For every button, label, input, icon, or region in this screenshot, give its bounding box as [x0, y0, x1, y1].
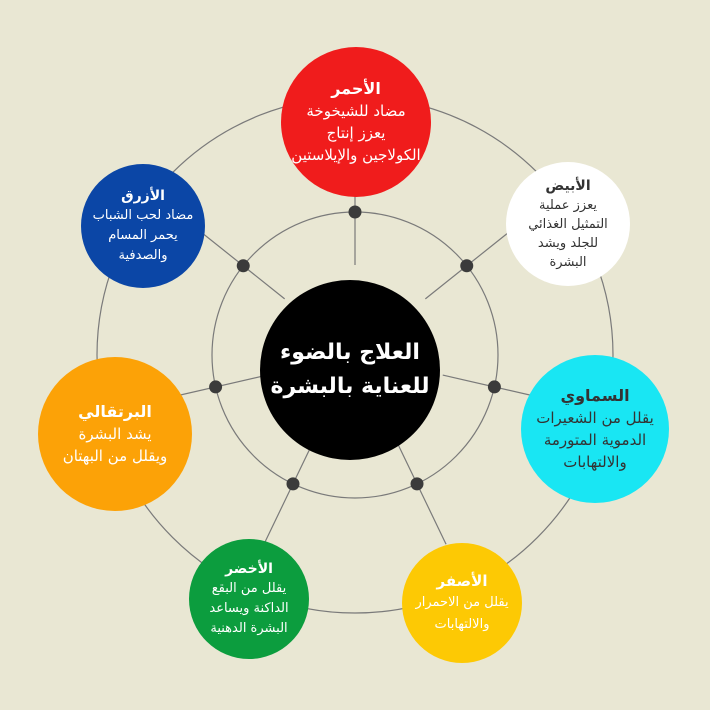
node-orange-title: البرتقالي	[78, 402, 152, 421]
node-blue-line-3: والصدفية	[118, 248, 168, 263]
node-green-line-1: يقلل من البقع	[211, 581, 287, 596]
node-red-line-1: مضاد للشيخوخة	[306, 102, 406, 120]
junction-dot-red	[348, 205, 362, 219]
node-cyan: السماوي يقلل من الشعيرات الدموية المتورم…	[521, 355, 669, 503]
junction-dot-cyan	[487, 380, 501, 394]
node-cyan-line-1: يقلل من الشعيرات	[536, 409, 654, 427]
center-line-1: العلاج بالضوء	[280, 340, 420, 365]
junction-dot-blue	[236, 259, 250, 273]
node-orange: البرتقالي يشد البشرة ويقلل من البهتان	[38, 357, 192, 511]
center-node: العلاج بالضوء للعناية بالبشرة	[260, 280, 440, 460]
node-red-line-3: الكولاجين والإيلاستين	[291, 146, 421, 164]
node-blue: الأزرق مضاد لحب الشباب يحمر المسام والصد…	[81, 164, 205, 288]
junction-dot-green	[286, 477, 300, 491]
spoke-yellow	[393, 435, 447, 545]
node-yellow-title: الأصفر	[436, 572, 488, 590]
junction-dot-yellow	[410, 477, 424, 491]
node-white: الأبيض يعزز عملية التمثيل الغذائي للجلد …	[506, 162, 630, 286]
spoke-green	[263, 435, 317, 545]
node-orange-line-1: يشد البشرة	[78, 425, 152, 443]
node-cyan-line-3: والالتهابات	[563, 453, 627, 471]
junction-dot-white	[460, 259, 474, 273]
node-orange-line-2: ويقلل من البهتان	[62, 447, 168, 465]
node-white-line-4: البشرة	[549, 255, 587, 270]
center-line-2: للعناية بالبشرة	[270, 374, 430, 399]
spoke-white	[424, 223, 520, 300]
node-yellow-line-2: والالتهابات	[434, 617, 490, 632]
junction-dot-orange	[209, 380, 223, 394]
node-blue-line-2: يحمر المسام	[108, 228, 178, 243]
node-yellow: الأصفر يقلل من الاحمرار والالتهابات	[402, 543, 522, 663]
node-white-title: الأبيض	[545, 178, 591, 194]
node-green-title: الأخضر	[225, 561, 273, 577]
node-white-line-2: التمثيل الغذائي	[528, 217, 608, 232]
node-white-line-1: يعزز عملية	[539, 198, 597, 213]
node-red: الأحمر مضاد للشيخوخة يعزز إنتاج الكولاجي…	[281, 47, 431, 197]
node-cyan-title: السماوي	[560, 386, 630, 405]
node-yellow-line-1: يقلل من الاحمرار	[415, 595, 509, 610]
node-red-line-2: يعزز إنتاج	[326, 124, 386, 142]
node-green-line-3: البشرة الدهنية	[210, 621, 288, 636]
node-green: الأخضر يقلل من البقع الداكنة ويساعد البش…	[189, 539, 309, 659]
node-green-line-2: الداكنة ويساعد	[209, 601, 289, 616]
node-blue-title: الأزرق	[121, 188, 165, 204]
node-cyan-line-2: الدموية المتورمة	[543, 431, 647, 449]
spoke-blue	[190, 223, 286, 300]
node-blue-line-1: مضاد لحب الشباب	[92, 208, 194, 223]
node-red-title: الأحمر	[331, 79, 381, 98]
node-white-line-3: للجلد ويشد	[537, 236, 599, 251]
